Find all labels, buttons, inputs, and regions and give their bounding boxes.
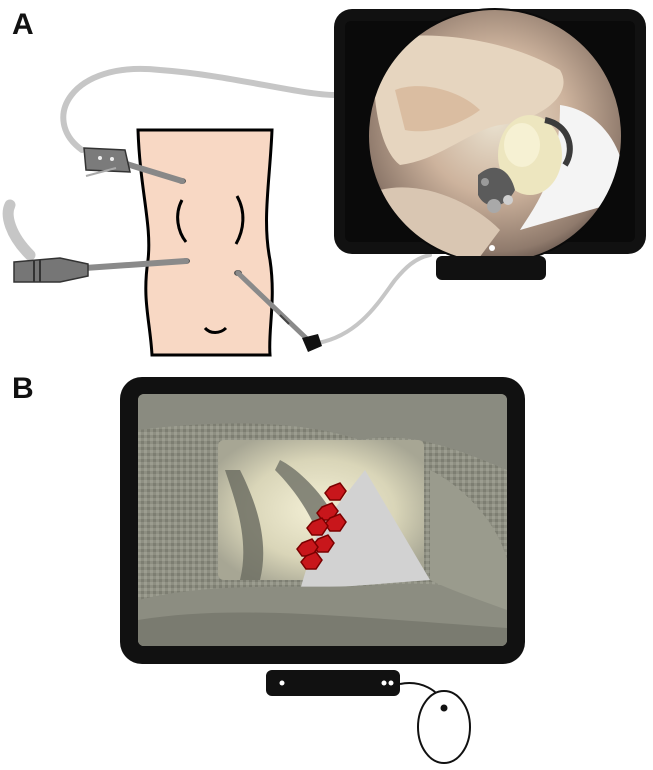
monitor-real-endoscopic-view [334, 0, 646, 280]
monitor-virtual-simulation-view [120, 377, 525, 696]
knee-illustration [138, 130, 272, 355]
power-indicator [489, 245, 495, 251]
leg-outline [138, 130, 272, 355]
monitor-stand [436, 256, 546, 280]
light-cable [8, 205, 30, 255]
instrument-cable [318, 255, 430, 343]
computer-mouse-icon [400, 683, 470, 763]
monitor-stand [266, 670, 400, 696]
